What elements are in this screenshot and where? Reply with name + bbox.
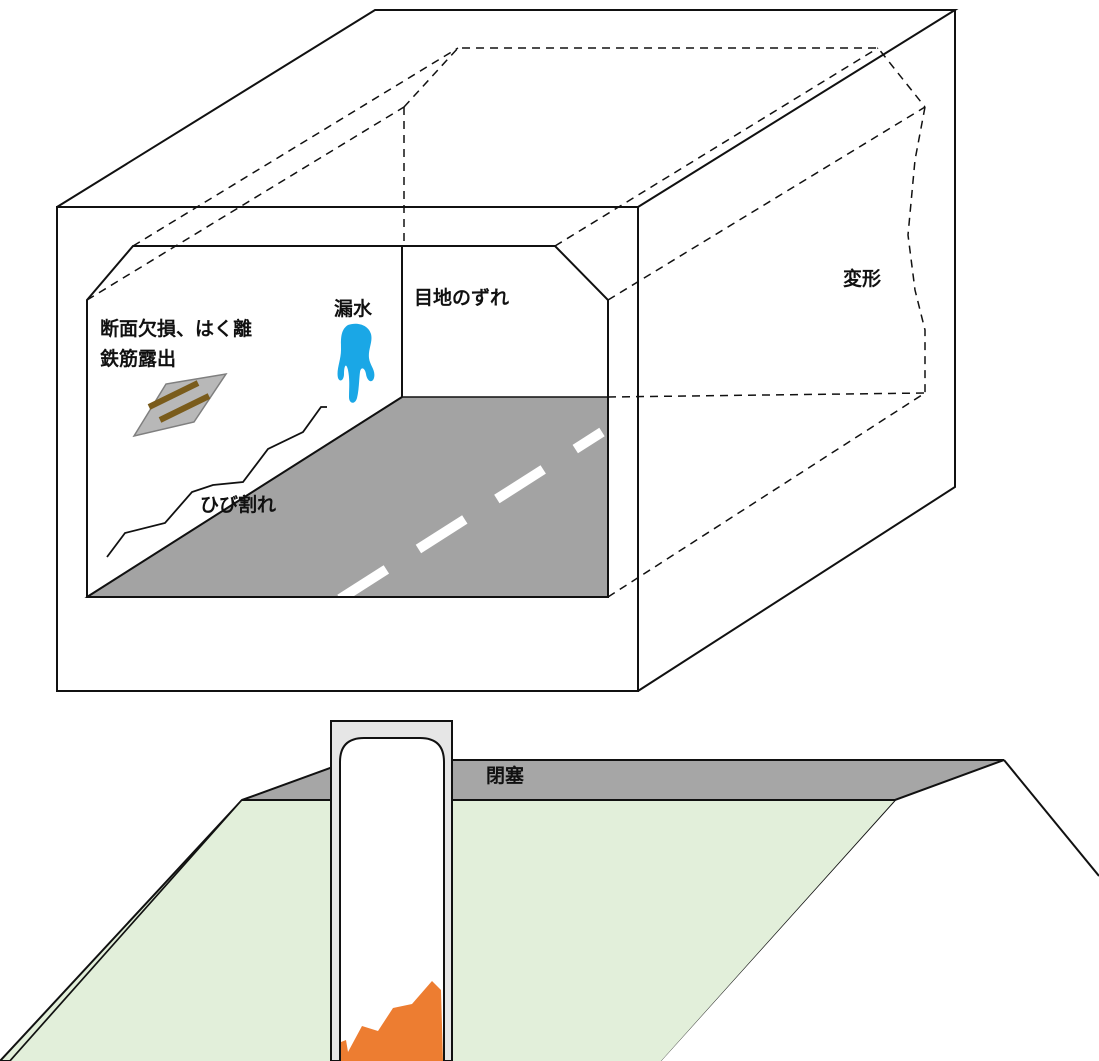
label-deformation: 変形 [843,267,881,290]
embankment-right-edge [1003,759,1099,877]
label-crack: ひび割れ [200,493,276,516]
exposed-rebar-icon [132,372,228,438]
hidden-edges [86,47,926,598]
label-leakage: 漏水 [334,298,373,320]
embankment-slope-left-edge [9,799,243,1061]
road-center-stripe [337,427,605,604]
crack-line [106,406,327,558]
water-leak-icon [337,323,375,403]
culvert-side-edges [637,10,956,692]
label-blockage: 閉塞 [486,764,525,787]
label-rebar-exposure: 鉄筋露出 [100,347,176,370]
blockage-icon [330,720,453,1061]
inner-floor-edge [86,396,403,598]
label-joint-displacement: 目地のずれ [414,286,509,309]
label-section-loss: 断面欠損、はく離 [100,317,252,340]
culvert-top-edges [56,9,959,208]
